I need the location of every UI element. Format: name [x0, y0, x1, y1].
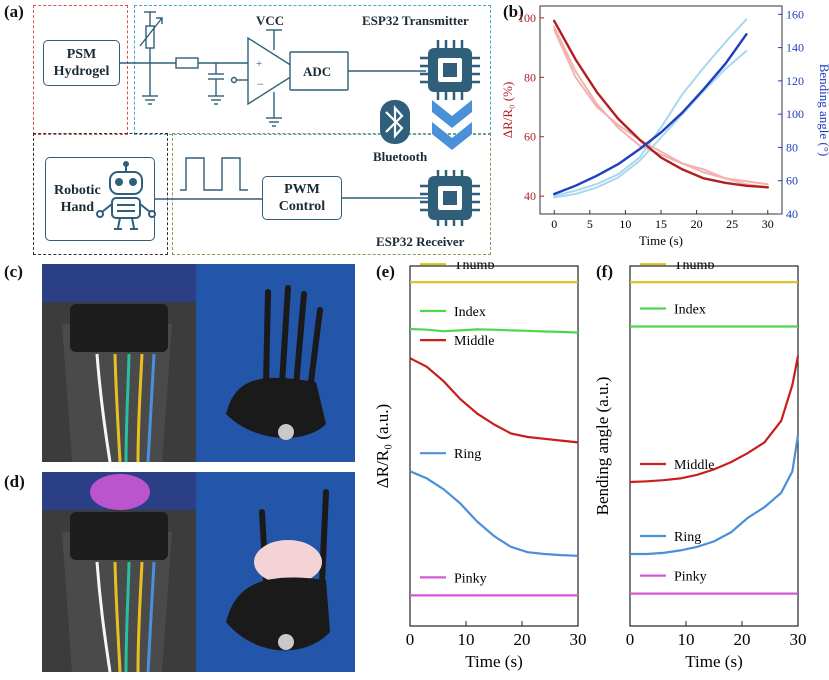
chart-xtick-label: 20 — [734, 630, 751, 649]
circuit-schematic: + − ADC — [96, 11, 480, 230]
panel-label-e: (e) — [376, 262, 395, 281]
robotic-hand-label: Robotic Hand — [54, 183, 101, 215]
receiver-section-box — [172, 133, 491, 255]
chart-b-xtick-label: 20 — [691, 217, 703, 231]
chart-b-xlabel: Time (s) — [639, 233, 683, 248]
hand-section-box — [33, 133, 168, 255]
vcc-label: VCC — [256, 13, 285, 28]
legend-label-thumb: Thumb — [454, 262, 494, 273]
svg-text:+: + — [256, 58, 262, 70]
legend-label-pinky: Pinky — [454, 571, 487, 586]
legend-label-ring: Ring — [454, 447, 481, 462]
legend-label-thumb: Thumb — [674, 262, 714, 273]
esp32-transmitter-label: ESP32 Transmitter — [362, 13, 469, 28]
chart-e-frame — [409, 265, 579, 627]
legend-label-middle: Middle — [454, 334, 494, 349]
chart-b-ytick-right-label: 40 — [786, 207, 798, 221]
chart-f-frame — [629, 265, 799, 627]
robotic-hand-block: Robotic Hand — [45, 157, 155, 241]
chart-b-xtick-label: 0 — [551, 217, 557, 231]
photo-c-sensor — [42, 264, 196, 462]
chart-b-series-line — [553, 33, 748, 196]
chart-b-series-line — [553, 28, 769, 186]
chart-b-series-line — [553, 18, 748, 197]
chart-xtick-label: 20 — [514, 630, 531, 649]
chart-xtick-label: 10 — [458, 630, 475, 649]
chart-series-line-middle — [409, 357, 579, 444]
pwm-control-block: PWM Control — [262, 176, 342, 220]
chart-b-ytick-right-label: 80 — [786, 140, 798, 154]
chart-b-ylabel-right: Bending angle (°) — [817, 64, 829, 157]
svg-text:−: − — [257, 77, 264, 91]
chart-b-ytick-right-label: 100 — [786, 107, 804, 121]
robotic-hand-grip-illustration — [226, 489, 330, 651]
photo-d-robotic-hand — [196, 472, 355, 672]
bluetooth-icon — [380, 100, 410, 144]
chart-series-line-middle — [629, 355, 800, 484]
photo-d-sensor — [42, 472, 196, 672]
sensor-section-box — [33, 5, 128, 135]
adc-label: ADC — [303, 64, 331, 79]
sensor-wires-illustration — [62, 304, 172, 462]
legend-label-ring: Ring — [674, 530, 701, 545]
transmitter-section-box — [134, 5, 491, 135]
psm-hydrogel-block: PSM Hydrogel — [43, 40, 120, 86]
panel-label-d: (d) — [4, 472, 25, 491]
chart-b-xtick-label: 5 — [587, 217, 593, 231]
chart-b-ytick-left-label: 40 — [524, 189, 536, 203]
chart-b-ytick-left-label: 60 — [524, 130, 536, 144]
chart-series-line-index — [409, 327, 579, 334]
chart-xtick-label: 30 — [790, 630, 807, 649]
chart-b-series-line — [553, 19, 769, 189]
panel-label-b: (b) — [503, 2, 524, 21]
chart-xtick-label: 10 — [678, 630, 695, 649]
panel-label-f: (f) — [596, 262, 613, 281]
legend-label-index: Index — [674, 302, 706, 317]
photo-c-robotic-hand — [196, 264, 355, 462]
bluetooth-label: Bluetooth — [373, 149, 428, 164]
chart-xtick-label: 0 — [626, 630, 635, 649]
legend-label-middle: Middle — [674, 458, 714, 473]
chart-b-ytick-left-label: 100 — [518, 11, 536, 25]
transmission-arrow-icon — [432, 100, 472, 150]
chart-xlabel: Time (s) — [685, 652, 742, 671]
robotic-hand-open-illustration — [226, 285, 326, 440]
chart-ylabel: ΔR/R₀ (a.u.) — [373, 404, 392, 488]
panel-label-a: (a) — [4, 2, 24, 21]
chart-series-line-ring — [630, 435, 800, 556]
chart-xtick-label: 0 — [406, 630, 415, 649]
chart-b-xtick-label: 25 — [726, 217, 738, 231]
transmitter-chip-icon — [420, 40, 480, 100]
chart-b-ytick-right-label: 60 — [786, 174, 798, 188]
chart-b-ytick-right-label: 120 — [786, 74, 804, 88]
esp32-receiver-label: ESP32 Receiver — [376, 234, 465, 249]
chart-b-ytick-right-label: 160 — [786, 7, 804, 21]
sensor-glow-illustration — [62, 474, 172, 672]
chart-xlabel: Time (s) — [465, 652, 522, 671]
receiver-chip-icon — [420, 170, 480, 226]
chart-ylabel: Bending angle (a.u.) — [593, 377, 612, 516]
chart-b: 0 5 10 15 20 25 30 40 60 80 100 40 60 80 100 120 140 160T… — [500, 5, 829, 248]
robot-icon — [96, 161, 156, 230]
chart-xtick-label: 30 — [570, 630, 587, 649]
chart-b-xtick-label: 30 — [762, 217, 774, 231]
chart-b-xtick-label: 15 — [655, 217, 667, 231]
chart-b-ytick-left-label: 80 — [524, 70, 536, 84]
legend-label-pinky: Pinky — [674, 570, 707, 585]
panel-label-c: (c) — [4, 262, 23, 281]
legend-label-index: Index — [454, 305, 486, 320]
chart-b-ylabel-left: ΔR/R₀ (%) — [500, 82, 515, 139]
chart-b-xtick-label: 10 — [619, 217, 631, 231]
chart-b-ytick-right-label: 140 — [786, 41, 804, 55]
chart-series-line-ring — [409, 470, 579, 557]
